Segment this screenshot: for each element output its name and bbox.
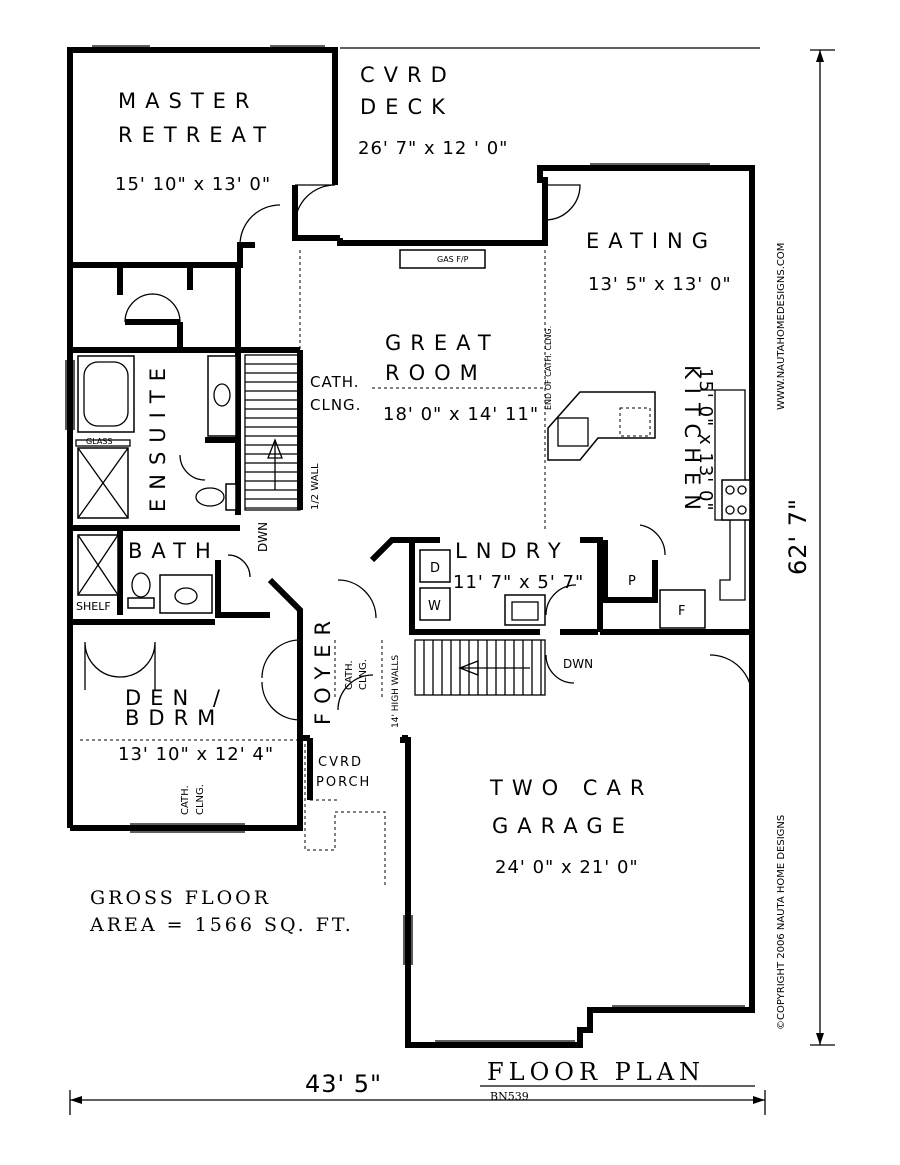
garage-stair	[414, 639, 546, 696]
cath-note: CATH.	[310, 373, 360, 391]
dwn-stair-note: DWN	[256, 522, 270, 552]
porch-name-1: CVRD	[318, 755, 363, 770]
laundry-name: LNDRY	[455, 539, 570, 563]
bath-name: BATH	[128, 539, 220, 563]
master-name-1: MASTER	[118, 89, 259, 113]
den-name-1: DEN /	[125, 686, 229, 710]
great-dims: 18' 0" x 14' 11"	[383, 404, 539, 425]
den-dims: 13' 10" x 12' 4"	[118, 744, 274, 765]
plan-title: FLOOR PLAN	[487, 1058, 705, 1086]
deck-name-1: CVRD	[360, 63, 456, 87]
garage-dims: 24' 0" x 21' 0"	[495, 857, 639, 878]
master-name-2: RETREAT	[118, 123, 275, 147]
copyright-note: ©COPYRIGHT 2006 NAUTA HOME DESIGNS	[776, 815, 787, 1030]
cath-foyer-note-2: CLNG.	[358, 659, 369, 690]
foyer-name: FOYER	[311, 612, 335, 725]
dwn-laundry-note: DWN	[563, 657, 593, 671]
deck-dims: 26' 7" x 12 ' 0"	[358, 138, 508, 159]
main-stair	[244, 354, 301, 511]
gross-area-line-1: GROSS FLOOR	[90, 887, 271, 909]
cath-den-note-1: CATH.	[180, 785, 191, 815]
windows	[65, 45, 760, 1042]
gross-area-line-2: AREA = 1566 SQ. FT.	[89, 914, 354, 936]
clng-note: CLNG.	[310, 396, 361, 414]
pantry-note: P	[628, 574, 638, 589]
great-name-2: ROOM	[385, 361, 487, 385]
high-walls-note: 14' HIGH WALLS	[391, 655, 401, 728]
cath-den-note-2: CLNG.	[195, 784, 206, 815]
plan-notes: GAS F/P END OF CATH. CLNG. CATH. CLNG. 1…	[76, 255, 687, 815]
plan-code: BN539	[490, 1090, 529, 1103]
great-name-1: GREAT	[385, 331, 500, 355]
glass-note: GLASS	[86, 437, 112, 446]
laundry-dims: 11' 7" x 5' 7"	[453, 572, 584, 593]
dashed-lines	[80, 250, 546, 885]
garage-name-1: TWO CAR	[489, 776, 653, 800]
room-labels: MASTER RETREAT 15' 10" x 13' 0" CVRD DEC…	[115, 63, 732, 878]
overall-labels: 43' 5" 62' 7" GROSS FLOOR AREA = 1566 SQ…	[89, 243, 812, 1103]
deck-name-2: DECK	[360, 95, 454, 119]
half-wall-note: 1/2 WALL	[310, 463, 321, 510]
website-note: WWW.NAUTAHOMEDESIGNS.COM	[776, 243, 787, 410]
ensuite-name: ENSUITE	[146, 359, 170, 512]
dimension-lines	[69, 49, 835, 1115]
width-dimension: 43' 5"	[305, 1070, 382, 1098]
shelf-note: SHELF	[76, 600, 111, 613]
fixtures	[75, 249, 751, 629]
porch-name-2: PORCH	[316, 775, 371, 790]
cath-foyer-note-1: CATH.	[344, 660, 355, 690]
eating-name: EATING	[586, 229, 717, 253]
kitchen-dims: 15' 0" x 13' 0"	[695, 368, 716, 512]
doors	[84, 184, 753, 721]
eating-dims: 13' 5" x 13' 0"	[588, 274, 732, 295]
garage-name-2: GARAGE	[492, 814, 634, 838]
depth-dimension: 62' 7"	[784, 498, 812, 575]
exterior-walls	[67, 47, 755, 1048]
gas-fp-note: GAS F/P	[437, 255, 469, 264]
washer-note: W	[428, 599, 443, 614]
end-cath-note: END OF CATH. CLNG.	[544, 326, 553, 410]
master-dims: 15' 10" x 13' 0"	[115, 174, 271, 195]
fridge-note: F	[678, 604, 687, 619]
den-name-2: BDRM	[125, 706, 224, 730]
dryer-note: D	[430, 561, 442, 576]
kitchen-name: KITCHEN	[680, 365, 704, 519]
